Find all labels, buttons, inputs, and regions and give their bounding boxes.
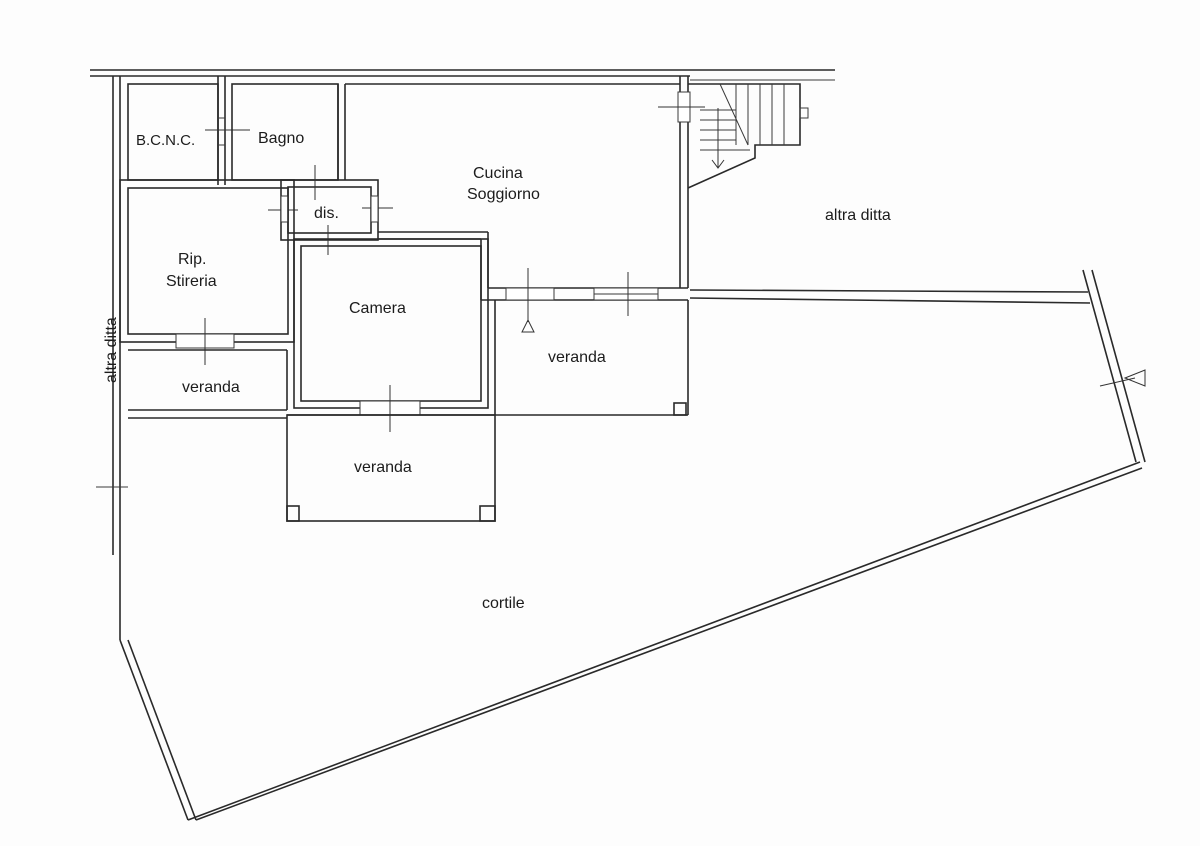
- room-cucina-walls: [345, 76, 705, 333]
- label-altra-ditta-left: altra ditta: [103, 317, 120, 383]
- boundary-walls: [90, 69, 1146, 821]
- label-bagno: Bagno: [258, 130, 304, 147]
- veranda-left-walls: [128, 349, 288, 419]
- entrance-marker: [1099, 369, 1146, 387]
- veranda-bottom-walls: [286, 414, 496, 522]
- label-stireria: Stireria: [166, 273, 217, 290]
- label-veranda-left: veranda: [182, 379, 240, 396]
- label-camera: Camera: [349, 300, 406, 317]
- label-soggiorno: Soggiorno: [467, 186, 540, 203]
- label-rip: Rip.: [178, 251, 206, 268]
- label-altra-ditta-right: altra ditta: [825, 207, 891, 224]
- label-veranda-bottom: veranda: [354, 459, 412, 476]
- label-veranda-right: veranda: [548, 349, 606, 366]
- room-camera-walls: [293, 238, 489, 432]
- stairs: [687, 83, 809, 189]
- room-dis-walls: [268, 165, 393, 255]
- room-labels: B.C.N.C. Bagno Cucina Soggiorno dis. Rip…: [103, 130, 891, 612]
- label-bcnc: B.C.N.C.: [136, 132, 195, 149]
- label-dis: dis.: [314, 205, 339, 222]
- label-cortile: cortile: [482, 595, 525, 612]
- label-cucina: Cucina: [473, 165, 523, 182]
